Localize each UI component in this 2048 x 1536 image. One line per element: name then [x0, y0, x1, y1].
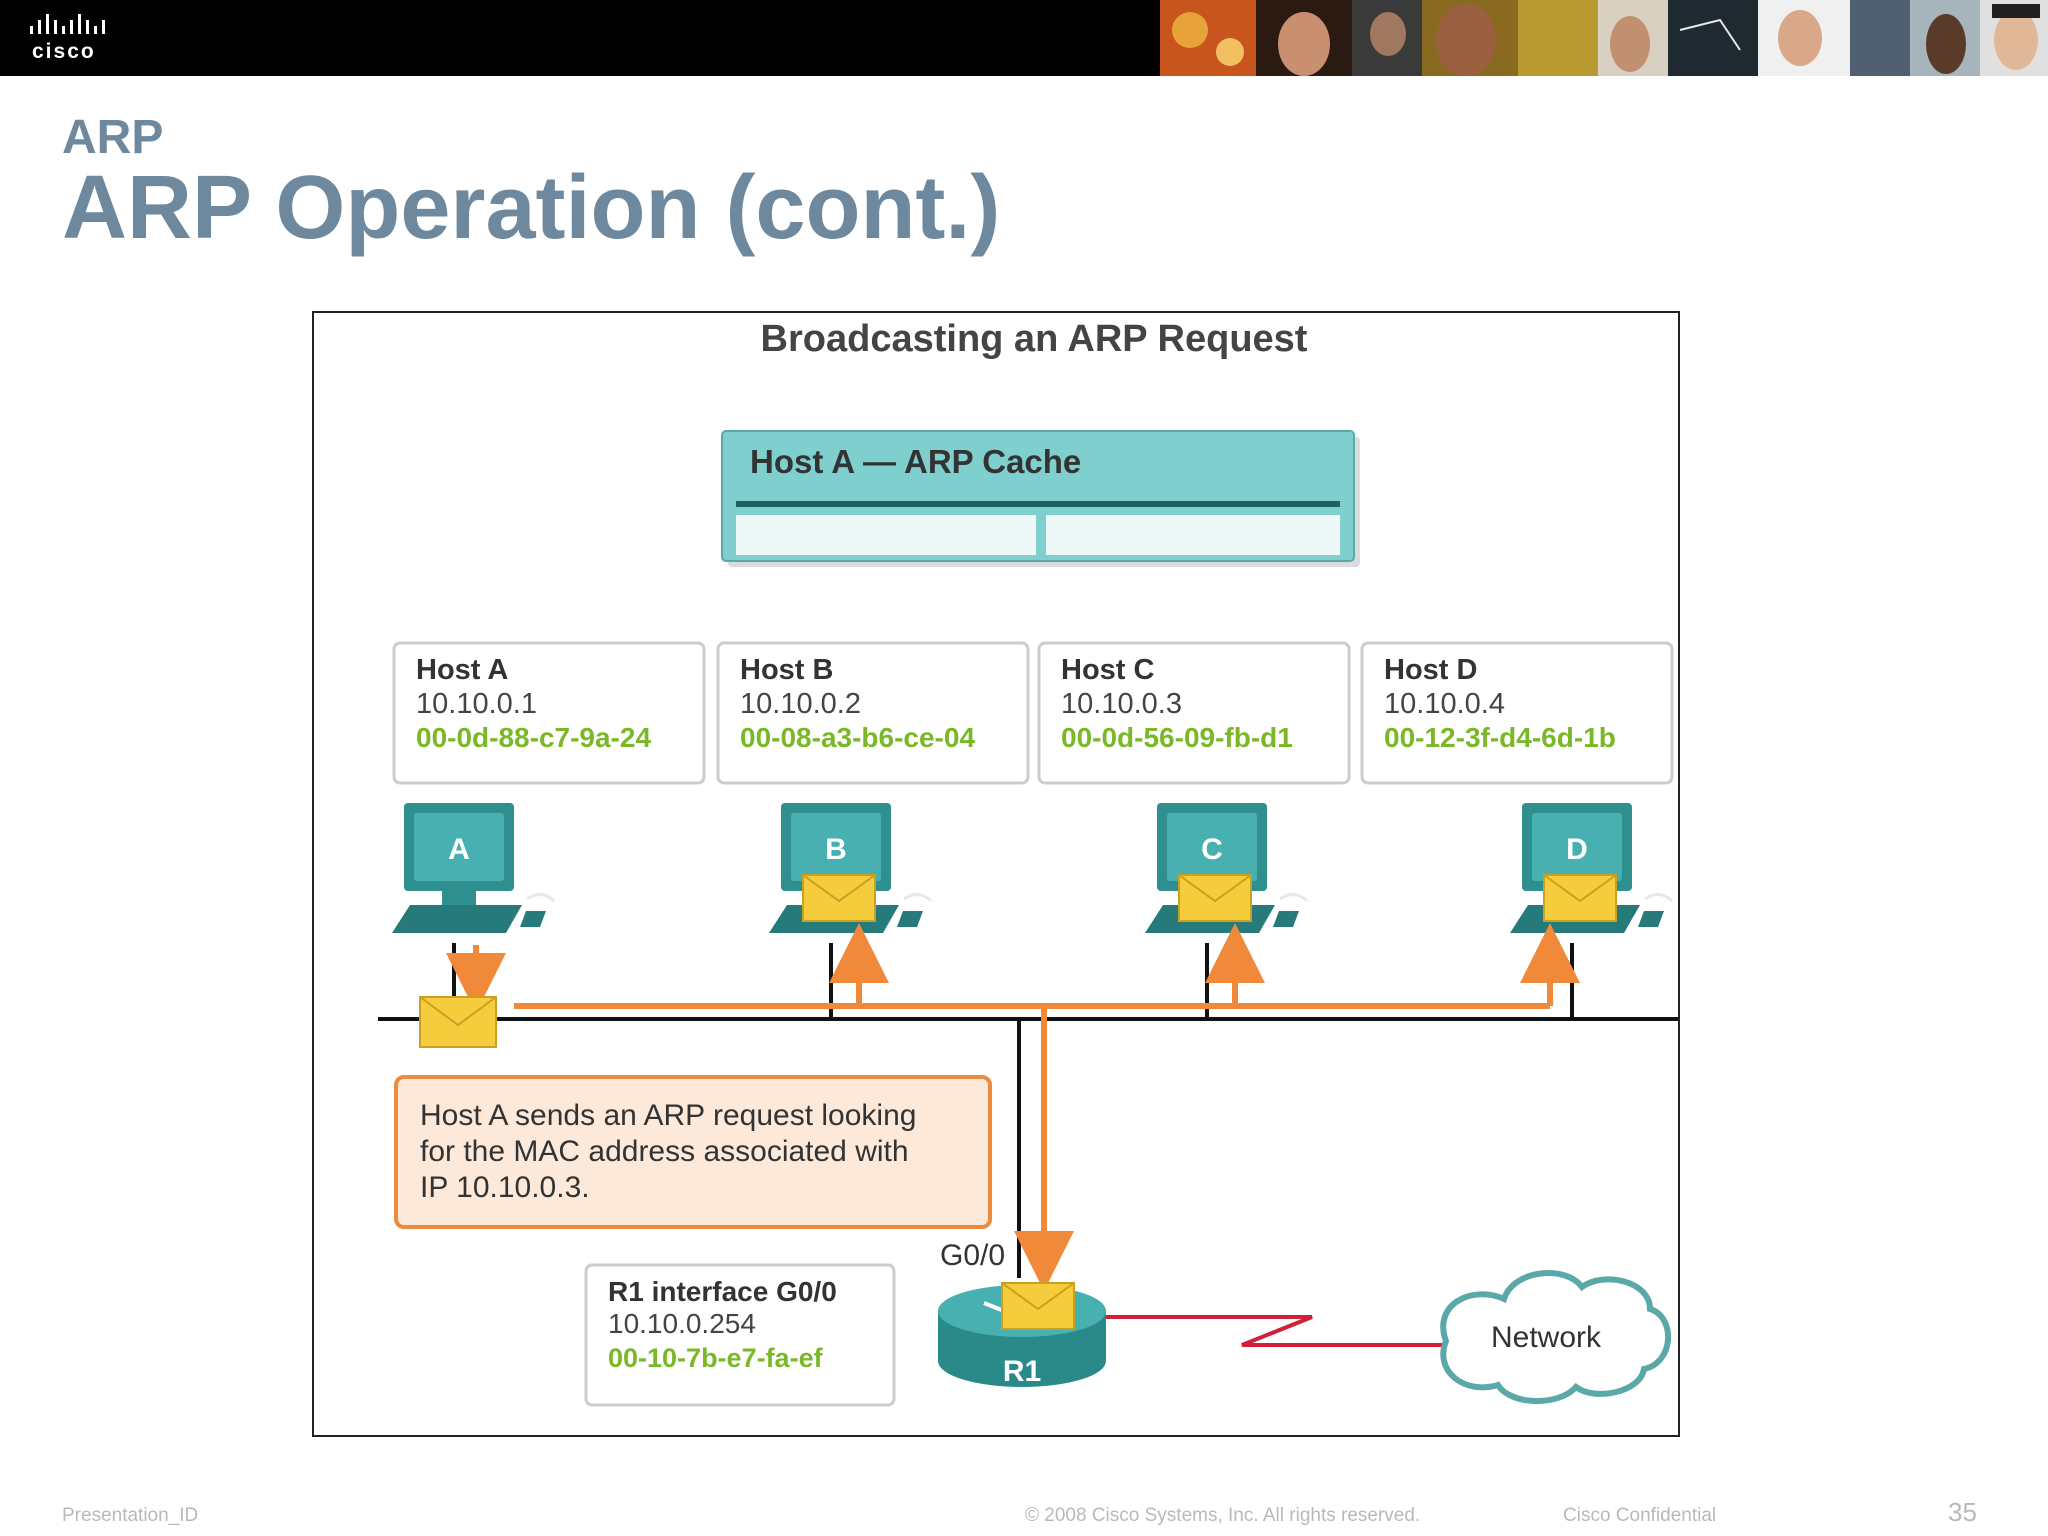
host-ip: 10.10.0.4: [1384, 688, 1505, 720]
router-icon: R1: [938, 1282, 1106, 1388]
callout-line-3: IP 10.10.0.3.: [420, 1171, 590, 1204]
footer-copyright: © 2008 Cisco Systems, Inc. All rights re…: [1025, 1505, 1421, 1526]
computer-b-icon: B: [769, 803, 933, 933]
people-photo-strip: [1160, 0, 2048, 76]
footer-presentation-id: Presentation_ID: [62, 1505, 199, 1526]
slide-title: ARP Operation (cont.): [62, 158, 1001, 258]
figure-title: Broadcasting an ARP Request: [761, 318, 1308, 360]
host-ip: 10.10.0.3: [1061, 688, 1182, 720]
callout-line-2: for the MAC address associated with: [420, 1135, 909, 1168]
explanation-callout: Host A sends an ARP request looking for …: [394, 1075, 992, 1229]
cisco-logo: cisco: [28, 14, 128, 64]
router-info-mac: 00-10-7b-e7-fa-ef: [608, 1343, 824, 1373]
host-c-info: Host C 10.10.0.3 00-0d-56-09-fb-d1: [1037, 641, 1351, 785]
envelope-icon: [1001, 1282, 1075, 1330]
computer-label: D: [1566, 833, 1588, 866]
computer-d-icon: D: [1510, 803, 1674, 933]
host-ip: 10.10.0.2: [740, 688, 861, 720]
envelope-icon: [802, 874, 876, 922]
arp-cache-cell: [1046, 515, 1340, 555]
envelope-icon: [1543, 874, 1617, 922]
host-mac: 00-08-a3-b6-ce-04: [740, 722, 975, 753]
router-info-ip: 10.10.0.254: [608, 1308, 756, 1339]
router-info-name: R1 interface G0/0: [608, 1276, 837, 1307]
host-b-info: Host B 10.10.0.2 00-08-a3-b6-ce-04: [716, 641, 1030, 785]
host-ip: 10.10.0.1: [416, 688, 537, 720]
arp-diagram-canvas: Broadcasting an ARP Request Host A — ARP…: [378, 318, 1678, 1407]
envelope-icon: [1178, 874, 1252, 922]
host-name: Host B: [740, 654, 833, 686]
host-a-info: Host A 10.10.0.1 00-0d-88-c7-9a-24: [392, 641, 706, 785]
host-name: Host C: [1061, 654, 1155, 686]
network-label: Network: [1491, 1321, 1602, 1354]
computer-label: B: [825, 833, 847, 866]
network-cloud-icon: Network: [1440, 1270, 1672, 1404]
computer-label: C: [1201, 833, 1223, 866]
arp-cache-cell: [736, 515, 1036, 555]
host-mac: 00-0d-56-09-fb-d1: [1061, 722, 1293, 753]
host-d-info: Host D 10.10.0.4 00-12-3f-d4-6d-1b: [1360, 641, 1674, 785]
cisco-logo-text: cisco: [32, 40, 96, 63]
computer-c-icon: C: [1145, 803, 1309, 933]
host-mac: 00-0d-88-c7-9a-24: [416, 722, 651, 753]
router-label: R1: [1003, 1355, 1041, 1388]
page-number: 35: [1948, 1497, 1977, 1527]
host-mac: 00-12-3f-d4-6d-1b: [1384, 722, 1616, 753]
arp-request-envelope-icon: [419, 996, 497, 1048]
broadcast-arrows: [446, 923, 1580, 1291]
slide-subtitle: ARP: [62, 111, 164, 164]
arp-diagram: Broadcasting an ARP Request Host A — ARP…: [312, 311, 1680, 1437]
arp-cache-title: Host A — ARP Cache: [750, 443, 1081, 480]
wan-serial-link: [1106, 1315, 1442, 1347]
cisco-bars-icon: [30, 14, 105, 34]
host-name: Host D: [1384, 654, 1477, 686]
router-info: R1 interface G0/0 10.10.0.254 00-10-7b-e…: [584, 1263, 896, 1407]
host-name: Host A: [416, 654, 508, 686]
computer-a-icon: A: [392, 803, 556, 933]
interface-label: G0/0: [940, 1239, 1005, 1272]
computer-label: A: [448, 833, 470, 866]
callout-line-1: Host A sends an ARP request looking: [420, 1099, 916, 1132]
header-bar: cisco: [0, 0, 2048, 76]
footer-confidential: Cisco Confidential: [1563, 1505, 1717, 1526]
arp-cache-table: Host A — ARP Cache: [721, 430, 1360, 567]
